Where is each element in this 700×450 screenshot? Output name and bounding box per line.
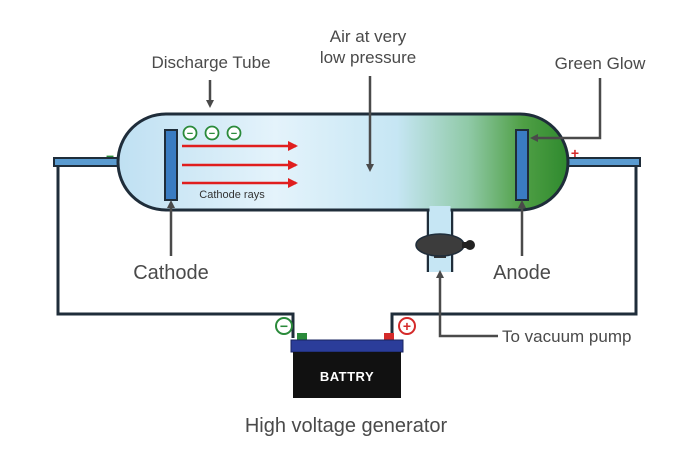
battery-negative-sign: − (280, 318, 288, 334)
air-label-line2: low pressure (320, 48, 416, 67)
battery-top (290, 339, 404, 353)
battery-positive-badge: + (398, 317, 416, 335)
cathode-rays (182, 141, 298, 188)
vacuum-pump-pointer (436, 270, 498, 338)
outlet-join-fill (429, 206, 451, 214)
cathode-label: Cathode (133, 262, 209, 284)
electron-sign: − (209, 128, 215, 140)
electrons: − − − (182, 125, 242, 141)
generator-label: High voltage generator (245, 415, 448, 437)
cathode-terminal-sign: – (106, 147, 114, 163)
battery-pos-post (384, 333, 394, 341)
battery-negative-badge: − (275, 317, 293, 335)
green-glow-pointer (530, 78, 602, 142)
vacuum-valve (415, 233, 475, 258)
electron-1: − (182, 125, 198, 141)
wire-positive (390, 162, 638, 338)
green-glow-label: Green Glow (555, 54, 646, 73)
anode-plate (515, 129, 529, 201)
battery-label: BATTRY (320, 369, 374, 384)
vacuum-pump-label: To vacuum pump (502, 327, 631, 346)
electron-3: − (226, 125, 242, 141)
valve-body (415, 233, 465, 257)
battery: BATTRY − + (275, 317, 416, 398)
battery-body (293, 352, 401, 398)
valve-knob (465, 240, 475, 250)
anode-label: Anode (493, 262, 551, 284)
battery-neg-post (297, 333, 307, 341)
electron-2: − (204, 125, 220, 141)
anode-terminal-sign: + (571, 145, 579, 161)
electron-sign: − (231, 128, 237, 140)
discharge-tube-label: Discharge Tube (151, 53, 270, 72)
air-label-line1: Air at very (330, 27, 407, 46)
electron-sign: − (187, 128, 193, 140)
battery-positive-sign: + (403, 318, 411, 334)
cathode-rays-label: Cathode rays (199, 189, 265, 201)
cathode-plate (164, 129, 178, 201)
callout-lines (167, 76, 602, 338)
